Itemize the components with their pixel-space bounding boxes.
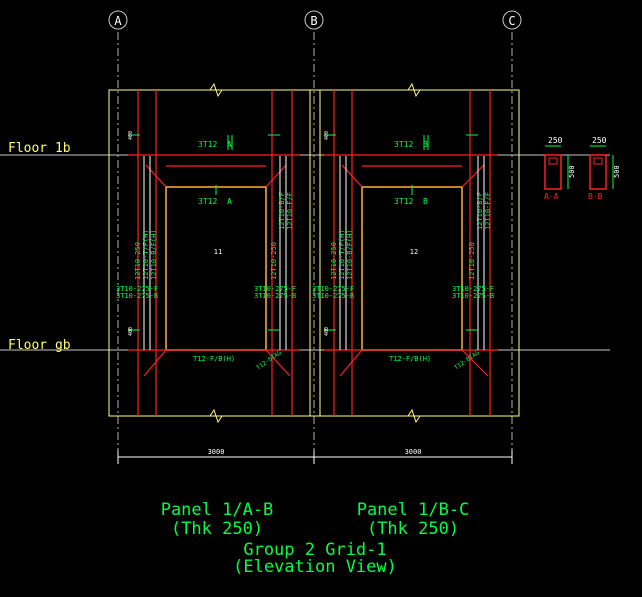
panel-1-left-side-a: 3T10-275-F bbox=[116, 285, 158, 293]
panel-1-white-bars bbox=[143, 156, 287, 350]
panel-1-mid-mark: A bbox=[227, 197, 232, 206]
panel-outline bbox=[108, 89, 520, 417]
panel-1-mid-bar: 3T12 bbox=[198, 197, 217, 206]
panel-2-bottom-bar: T12-F/B(H) bbox=[389, 355, 431, 363]
panel-1-title: Panel 1/A-B bbox=[161, 500, 274, 520]
section-a-a-label: A-A bbox=[544, 192, 559, 201]
panel-1-top-bar: 3T12 bbox=[198, 140, 217, 149]
panel-1-right-side-a: 3T10-275-F bbox=[254, 285, 296, 293]
panel-1-left-bar-3: 12T10-B/F(H) bbox=[150, 229, 158, 280]
section-a-a-width: 250 bbox=[548, 136, 563, 145]
panel-1-dim-bot: 400 bbox=[128, 327, 134, 336]
grid-bubble-c: C bbox=[502, 10, 522, 30]
grid-bubble-b: B bbox=[304, 10, 324, 30]
section-b-b: 250 500 B-B bbox=[588, 136, 621, 201]
panel-2-right-side-a: 3T10-275-F bbox=[452, 285, 494, 293]
panel-1-bottom-bar: T12-F/B(H) bbox=[193, 355, 235, 363]
panel-2-dim-top: 400 bbox=[324, 131, 330, 140]
section-a-a: 250 500 A-A bbox=[544, 136, 576, 201]
opening-2-label: 12 bbox=[410, 248, 418, 256]
panel-2-right-bar-1: 12T10-250 bbox=[468, 242, 476, 280]
grid-bubble-a: A bbox=[108, 10, 128, 30]
grid-label-c: C bbox=[508, 14, 515, 28]
panel-1-thk: (Thk 250) bbox=[171, 519, 263, 539]
panel-2-left-bar-2: 12T10-T/F(H) bbox=[338, 229, 346, 280]
panel-2-diag-bar: T12-DIAG bbox=[453, 349, 481, 372]
panel-2-dim-bot: 400 bbox=[324, 327, 330, 336]
panel-2: 12 3T12 bbox=[312, 90, 498, 416]
grid-lines bbox=[117, 32, 513, 460]
floor-label-1b: Floor 1b bbox=[8, 141, 71, 156]
panel-1-right-side-b: 3T10-275-B bbox=[254, 292, 296, 300]
panel-2-right-bar-2: 12T10-B/F bbox=[476, 192, 484, 230]
view-title: (Elevation View) bbox=[233, 557, 397, 577]
section-b-b-width: 250 bbox=[592, 136, 607, 145]
panel-2-left-side-b: 3T10-275-B bbox=[312, 292, 354, 300]
floor-label-gb: Floor gb bbox=[8, 338, 71, 353]
panel-2-left-bar-3: 12T10-B/F(H) bbox=[346, 229, 354, 280]
panel-2-mid-bar: 3T12 bbox=[394, 197, 413, 206]
panel-1-diag-bar: T12-DIAG bbox=[255, 349, 283, 372]
grid-label-a: A bbox=[114, 14, 122, 28]
panel-1-green-ticks bbox=[128, 134, 280, 331]
panel-2-left-bar-1: 12T10-250 bbox=[330, 242, 338, 280]
panel-1-left-bar-2: 12T10-T/F(H) bbox=[142, 229, 150, 280]
section-b-b-label: B-B bbox=[588, 192, 603, 201]
group-title: Group 2 Grid-1 bbox=[243, 540, 386, 560]
panel-2-width-dim: 3000 bbox=[405, 448, 422, 456]
panel-1-right-bar-2: 12T10-B/F bbox=[278, 192, 286, 230]
panel-1-top-mark: A bbox=[227, 140, 232, 149]
panel-2-rebar bbox=[324, 90, 498, 416]
dimension-lines bbox=[117, 450, 513, 464]
grid-label-b: B bbox=[310, 14, 317, 28]
panel-1-left-side-b: 3T10-275-B bbox=[116, 292, 158, 300]
opening-2 bbox=[361, 186, 463, 351]
floor-lines bbox=[0, 154, 610, 351]
panel-2-top-bar: 3T12 bbox=[394, 140, 413, 149]
panel-1-dim-top: 400 bbox=[128, 131, 134, 140]
panel-1: 11 bbox=[116, 90, 300, 416]
opening-1-label: 11 bbox=[214, 248, 222, 256]
panel-1-right-bar-3: 12T10-F/F bbox=[286, 192, 294, 230]
panel-2-white-bars bbox=[339, 156, 485, 350]
panel-2-right-bar-3: 12T10-F/F bbox=[484, 192, 492, 230]
panel-2-right-side-b: 3T10-275-B bbox=[452, 292, 494, 300]
panel-2-mid-mark: B bbox=[423, 197, 428, 206]
panel-1-right-bar-1: 12T10-250 bbox=[270, 242, 278, 280]
break-marks bbox=[209, 82, 421, 424]
panel-1-rebar bbox=[128, 90, 300, 416]
panel-2-left-side-a: 3T10-275-F bbox=[312, 285, 354, 293]
opening-1 bbox=[165, 186, 267, 351]
panel-2-title: Panel 1/B-C bbox=[357, 500, 470, 520]
section-a-a-height: 500 bbox=[568, 165, 576, 178]
panel-1-left-bar-1: 12T10-250 bbox=[134, 242, 142, 280]
panel-2-green-ticks bbox=[324, 134, 478, 331]
panel-2-top-mark: B bbox=[423, 140, 428, 149]
panel-2-thk: (Thk 250) bbox=[367, 519, 459, 539]
section-b-b-height: 500 bbox=[613, 165, 621, 178]
panel-1-width-dim: 3000 bbox=[208, 448, 225, 456]
